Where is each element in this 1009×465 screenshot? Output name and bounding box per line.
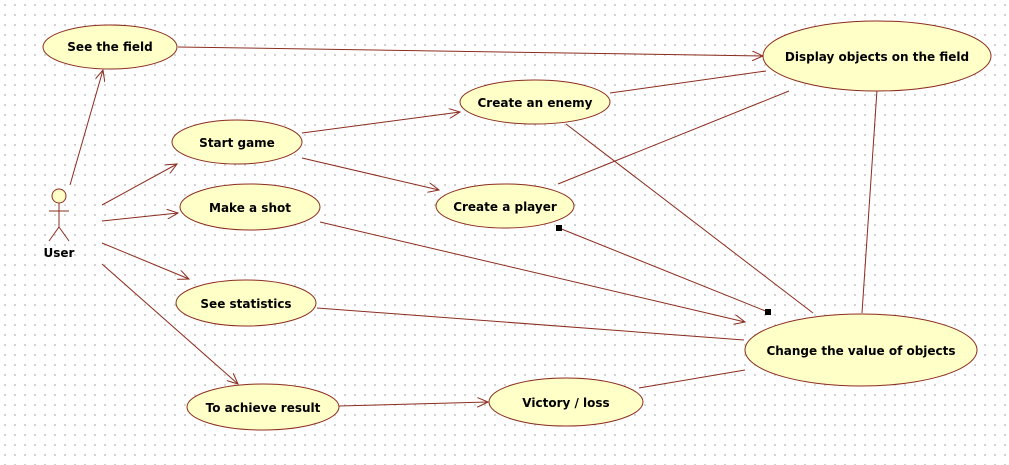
usecase-create-an-enemy[interactable]: Create an enemy: [459, 79, 611, 125]
relation-create-player-change-value[interactable]: [558, 227, 769, 313]
usecase-label: See statistics: [200, 297, 291, 311]
usecase-label: Change the value of objects: [766, 344, 955, 358]
usecase-make-a-shot[interactable]: Make a shot: [179, 183, 321, 231]
usecase-display-objects-on-the-field[interactable]: Display objects on the field: [762, 20, 992, 92]
relation-see-field-display-objects[interactable]: [177, 46, 763, 56]
selection-handles: [556, 225, 771, 315]
relation-make-shot-change-value[interactable]: [319, 221, 745, 322]
actor-right-leg: [58, 226, 70, 242]
usecase-label: Start game: [199, 136, 275, 150]
relation-display-objects-change-value[interactable]: [861, 89, 878, 314]
usecase-label: Victory / loss: [522, 396, 609, 410]
usecase-see-statistics[interactable]: See statistics: [175, 279, 317, 327]
usecase-change-the-value-of-objects[interactable]: Change the value of objects: [744, 313, 978, 387]
relation-see-statistics-change-value[interactable]: [316, 307, 745, 341]
relation-user-see-statistics[interactable]: [101, 242, 189, 279]
actor-head: [51, 188, 67, 204]
relation-start-game-create-player[interactable]: [301, 157, 439, 190]
usecase-label: Make a shot: [209, 201, 291, 215]
relation-user-achieve-result[interactable]: [101, 263, 238, 384]
relation-user-see-field[interactable]: [69, 70, 103, 186]
usecase-label: Create a player: [453, 200, 557, 214]
usecase-label: Display objects on the field: [785, 50, 969, 64]
selection-handle-end[interactable]: [765, 309, 771, 315]
relation-create-enemy-change-value[interactable]: [565, 123, 814, 314]
usecase-victory-loss[interactable]: Victory / loss: [488, 377, 644, 427]
relation-user-make-shot[interactable]: [101, 213, 178, 222]
actor-label: User: [44, 246, 75, 260]
actor-left-leg: [48, 226, 60, 242]
relation-start-game-create-enemy[interactable]: [301, 112, 460, 134]
usecase-label: See the field: [67, 40, 152, 54]
association-lines: [69, 46, 878, 406]
relation-victory-loss-change-value[interactable]: [638, 369, 746, 389]
usecase-create-a-player[interactable]: Create a player: [435, 183, 575, 229]
usecase-to-achieve-result[interactable]: To achieve result: [186, 383, 340, 431]
usecase-see-the-field[interactable]: See the field: [42, 24, 178, 70]
selection-handle-start[interactable]: [556, 225, 562, 231]
usecase-label: To achieve result: [206, 401, 321, 415]
relation-create-player-display-objects[interactable]: [557, 90, 790, 185]
relation-create-enemy-display-objects[interactable]: [609, 70, 767, 94]
actor-user[interactable]: User: [44, 188, 75, 260]
usecase-label: Create an enemy: [478, 96, 593, 110]
usecase-start-game[interactable]: Start game: [171, 119, 303, 165]
relation-user-start-game[interactable]: [101, 164, 177, 206]
relation-achieve-result-victory-loss[interactable]: [338, 402, 488, 406]
